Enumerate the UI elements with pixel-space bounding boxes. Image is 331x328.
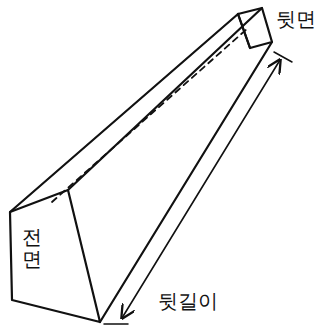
back-face [238,8,272,48]
hidden-line [52,28,248,202]
top-edge [10,14,238,212]
face-label: 전면 [22,226,42,270]
extension-line [274,52,292,62]
extension-line [104,323,128,325]
front-face [10,190,100,322]
dimension-label: 뒷길이 [158,290,218,312]
face-label: 뒷면 [276,8,316,30]
dimension-arrow [122,60,280,318]
